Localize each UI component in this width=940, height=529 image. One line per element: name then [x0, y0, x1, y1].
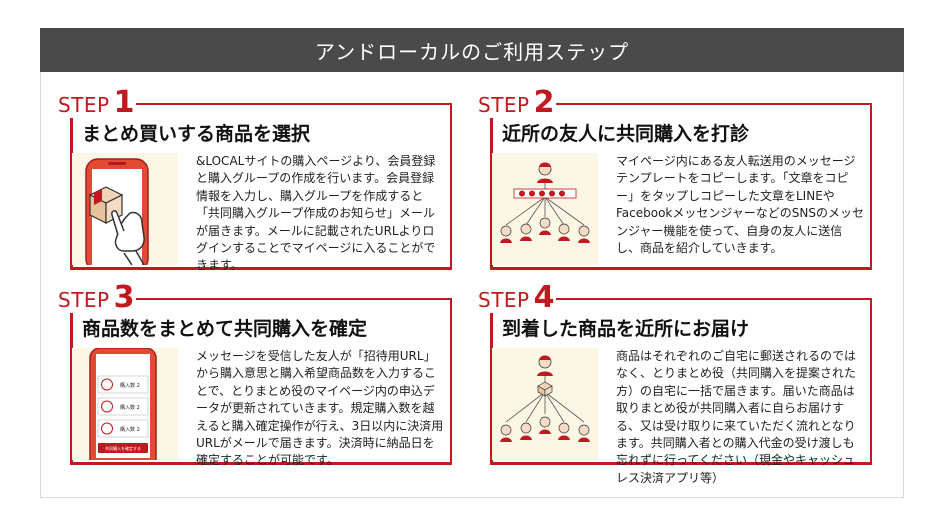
page-title: アンドローカルのご利用ステップ [314, 39, 630, 64]
step-2-description: マイページ内にある友人転送用のメッセージテンプレートをコピーします。「文章をコピ… [616, 154, 864, 256]
step-word: STEP [58, 93, 110, 117]
step-1-title: まとめ買いする商品を選択 [82, 123, 311, 145]
step-word: STEP [478, 93, 530, 117]
step-number: 1 [113, 85, 135, 120]
step-word: STEP [478, 288, 530, 312]
step-3-description: メッセージを受信した友人が「招待用URL」から購入意思と購入希望商品数を入力する… [196, 349, 444, 468]
step-word: STEP [58, 288, 110, 312]
phone-with-package-icon [72, 153, 178, 265]
content-frame [40, 28, 904, 498]
step-number: 3 [113, 280, 135, 315]
step-4-frame [490, 298, 872, 465]
step-2-title: 近所の友人に共同購入を打診 [502, 123, 750, 145]
package-distribution-tree-icon [492, 348, 598, 460]
step-4-title: 到着した商品を近所にお届け [502, 318, 750, 340]
social-sharing-network-icon [492, 153, 598, 265]
step-3-title: 商品数をまとめて共同購入を確定 [82, 318, 368, 340]
step-1-frame [70, 103, 452, 270]
step-number: 2 [533, 85, 555, 120]
step-4-description: 商品はそれぞれのご自宅に郵送されるのではなく、とりまとめ役（共同購入を提案された… [616, 349, 857, 485]
page-title-banner: アンドローカルのご利用ステップ [40, 28, 904, 72]
phone-row-3-text: 購入数 2 [120, 426, 140, 433]
step-3-frame [70, 298, 452, 465]
phone-row-2-text: 購入数 2 [120, 404, 140, 411]
step-1-description: &LOCALサイトの購入ページより、会員登録と購入グループの作成を行います。会員… [196, 154, 436, 273]
phone-order-list-icon: 購入数 2 購入数 2 購入数 2 共同購入を確定する [72, 348, 178, 460]
step-number: 4 [533, 280, 555, 315]
phone-confirm-button-text: 共同購入を確定する [105, 445, 141, 451]
step-2-frame [490, 103, 872, 270]
phone-row-1-text: 購入数 2 [120, 382, 140, 389]
